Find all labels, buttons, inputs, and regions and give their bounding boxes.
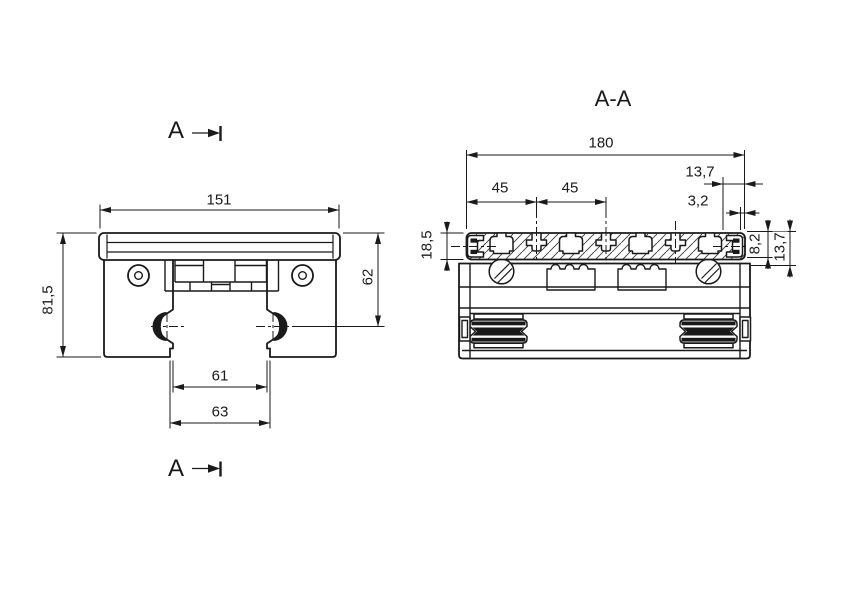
section-cut-marker-top — [192, 126, 222, 141]
t-slot-dome — [697, 232, 723, 255]
guide-wheel-right — [679, 313, 752, 349]
section-table-plate — [451, 209, 762, 263]
dim-label-151: 151 — [205, 191, 233, 209]
dim-label-45-a: 45 — [490, 179, 510, 197]
section-title: A-A — [593, 86, 633, 111]
dim-label-13-7-right: 13,7 — [771, 231, 789, 263]
carriage-body — [103, 259, 337, 358]
section-dimensions — [440, 150, 796, 278]
dim-label-8-2: 8,2 — [746, 232, 764, 256]
dim-label-18-5: 18,5 — [418, 229, 436, 261]
t-slot-dome — [489, 232, 514, 255]
dim-label-61: 61 — [210, 367, 230, 385]
dim-label-63: 63 — [210, 403, 230, 421]
section-cut-marker-bottom — [192, 461, 222, 477]
rail-plate — [98, 232, 341, 261]
dim-label-81-5: 81,5 — [39, 284, 57, 316]
roller-left — [488, 258, 515, 285]
insert-block-left — [546, 263, 596, 291]
dim-label-62: 62 — [359, 267, 377, 287]
dim-label-180: 180 — [587, 134, 615, 152]
t-slot-dome — [558, 232, 584, 255]
section-marker-a-top: A — [166, 117, 186, 144]
dim-label-13-7-top: 13,7 — [684, 163, 716, 181]
roller-right — [695, 258, 722, 285]
mounting-hole-right — [291, 264, 314, 287]
front-dimensions — [56, 204, 385, 429]
center-clamp-detail — [164, 260, 280, 292]
mounting-hole-left — [127, 264, 150, 287]
section-view — [440, 150, 796, 360]
section-marker-a-bottom: A — [166, 455, 186, 482]
guide-wheel-left — [458, 313, 528, 349]
insert-block-right — [617, 263, 667, 291]
t-slot-dome — [628, 232, 653, 255]
front-view — [56, 126, 385, 477]
dim-label-3-2: 3,2 — [686, 192, 710, 210]
section-carriage-body — [458, 258, 752, 360]
dim-label-45-b: 45 — [560, 179, 580, 197]
